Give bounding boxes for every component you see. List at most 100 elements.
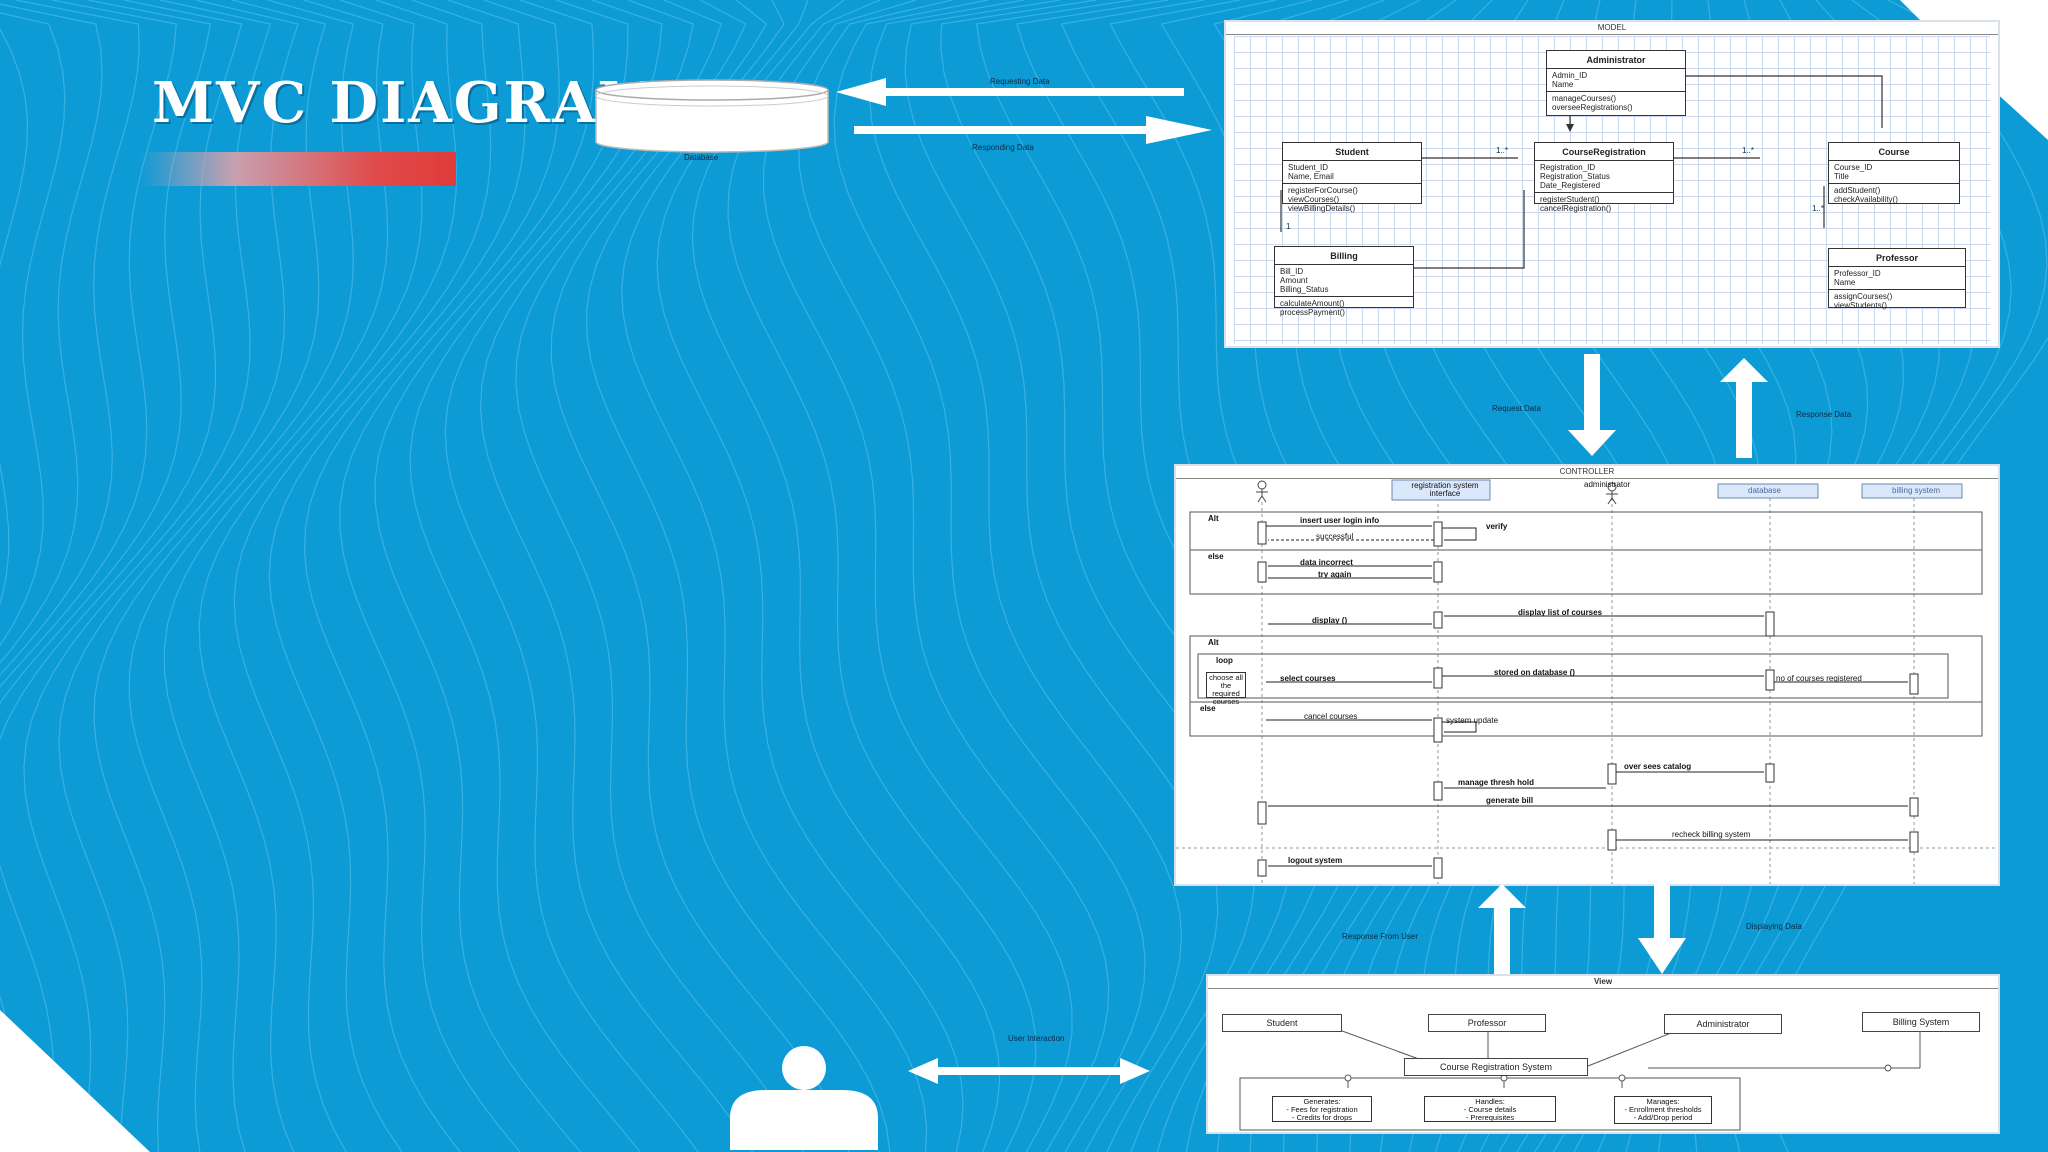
model-controller-arrows bbox=[1568, 354, 1768, 458]
component-billing-system[interactable]: Billing System bbox=[1862, 1012, 1980, 1032]
loop-note: choose all the required courses bbox=[1206, 672, 1246, 706]
msg-select-courses: select courses bbox=[1280, 674, 1336, 683]
background-wave-line bbox=[656, 0, 964, 1152]
component-professor[interactable]: Professor bbox=[1428, 1014, 1546, 1032]
box-line: - Course details bbox=[1463, 1105, 1517, 1114]
background-wave-line bbox=[233, 0, 457, 1152]
box-manages: Manages:- Enrollment thresholds- Add/Dro… bbox=[1614, 1096, 1712, 1124]
msg-verify: verify bbox=[1486, 522, 1508, 531]
multiplicity-2: 1..* bbox=[1496, 146, 1509, 155]
msg-try-again: try again bbox=[1318, 570, 1352, 579]
msg-recheck-billing: recheck billing system bbox=[1672, 830, 1751, 839]
actor-user-icon bbox=[1256, 480, 1268, 503]
arrow-left bbox=[836, 78, 1184, 106]
flow-label-requesting: Requesting Data bbox=[990, 77, 1050, 86]
background-wave-line bbox=[409, 0, 641, 1152]
corner-white-bottom-left bbox=[0, 1010, 150, 1152]
class-attr: Name, Email bbox=[1288, 172, 1334, 181]
msg-oversees-catalog: over sees catalog bbox=[1624, 762, 1692, 771]
msg-cancel-courses: cancel courses bbox=[1304, 712, 1358, 721]
background-wave-line bbox=[0, 0, 177, 688]
msg-insert-login: insert user login info bbox=[1300, 516, 1380, 525]
controller-title: CONTROLLER bbox=[1176, 466, 1998, 479]
component-course-registration-system[interactable]: Course Registration System bbox=[1404, 1058, 1588, 1076]
background-wave-line bbox=[691, 0, 1001, 1152]
component-student[interactable]: Student bbox=[1222, 1014, 1342, 1032]
background-wave-line bbox=[23, 0, 272, 1152]
frame-else-1: else bbox=[1208, 552, 1224, 561]
flow-label-response-data: Response Data bbox=[1796, 410, 1852, 419]
background-wave-line bbox=[621, 0, 928, 1152]
class-attr: Professor_ID bbox=[1834, 269, 1881, 278]
class-attr: Admin_ID bbox=[1552, 71, 1588, 80]
msg-generate-bill: generate bill bbox=[1486, 796, 1534, 805]
background-wave-line bbox=[268, 0, 492, 1152]
sequence-diagram bbox=[1176, 479, 1998, 884]
class-method: viewStudents() bbox=[1834, 301, 1887, 310]
frame-else-2: else bbox=[1200, 704, 1216, 713]
class-name: CourseRegistration bbox=[1535, 143, 1673, 161]
class-method: manageCourses() bbox=[1552, 94, 1617, 103]
arrow-up-wide bbox=[1478, 884, 1526, 976]
box-line: Handles: bbox=[1475, 1097, 1505, 1106]
msg-display: display () bbox=[1312, 616, 1348, 625]
background-wave-line bbox=[585, 0, 891, 1152]
component-label: Administrator bbox=[1696, 1019, 1750, 1029]
background-wave-line bbox=[93, 0, 327, 1152]
box-line: - Credits for drops bbox=[1291, 1113, 1353, 1122]
class-name: Course bbox=[1829, 143, 1959, 161]
background-wave-line bbox=[58, 0, 299, 1152]
lifeline-registration-interface: registration system interface bbox=[1411, 481, 1479, 498]
class-method: cancelRegistration() bbox=[1540, 204, 1612, 213]
page-title: MVC DIAGRAM bbox=[152, 70, 662, 136]
msg-data-incorrect: data incorrect bbox=[1300, 558, 1353, 567]
arrow-down bbox=[1568, 354, 1616, 456]
component-administrator[interactable]: Administrator bbox=[1664, 1014, 1782, 1034]
arrow-right bbox=[854, 116, 1212, 144]
lifeline-administrator: administrator bbox=[1584, 480, 1631, 489]
box-line: - Add/Drop period bbox=[1633, 1113, 1693, 1122]
frame-loop: loop bbox=[1216, 656, 1233, 665]
flow-label-response-from-user: Response From User bbox=[1342, 932, 1419, 941]
user-icon bbox=[730, 1046, 878, 1150]
background-wave-line bbox=[128, 0, 355, 1152]
msg-no-courses: no of courses registered bbox=[1776, 674, 1862, 683]
class-method: registerStudent() bbox=[1540, 195, 1600, 204]
database-label: Database bbox=[684, 153, 719, 162]
class-method: assignCourses() bbox=[1834, 292, 1893, 301]
class-attr: Registration_ID bbox=[1540, 163, 1596, 172]
background-wave-line bbox=[0, 0, 140, 677]
title-underline-gradient bbox=[140, 152, 456, 186]
background-wave-line bbox=[0, 0, 243, 1152]
class-method: processPayment() bbox=[1280, 308, 1345, 317]
database-icon bbox=[595, 79, 829, 153]
background-wave-line bbox=[727, 0, 1037, 1152]
background-wave-line bbox=[833, 0, 1146, 1152]
flow-label-user-interaction: User Interaction bbox=[1008, 1034, 1065, 1043]
class-attr: Name bbox=[1552, 80, 1574, 89]
class-method: overseeRegistrations() bbox=[1552, 103, 1633, 112]
class-attr: Course_ID bbox=[1834, 163, 1873, 172]
box-line: Manages: bbox=[1646, 1097, 1680, 1106]
class-name: Professor bbox=[1829, 249, 1965, 267]
arrow-up bbox=[1720, 358, 1768, 458]
model-associations bbox=[1280, 75, 1883, 269]
class-attr: Registration_Status bbox=[1540, 172, 1610, 181]
msg-stored-database: stored on database () bbox=[1494, 668, 1575, 677]
background-wave-line bbox=[374, 0, 595, 1152]
msg-logout: logout system bbox=[1288, 856, 1343, 865]
class-method: addStudent() bbox=[1834, 186, 1881, 195]
multiplicity-6: 1 bbox=[1286, 222, 1291, 231]
frame-alt-1: Alt bbox=[1208, 514, 1219, 523]
class-method: calculateAmount() bbox=[1280, 299, 1345, 308]
component-label: Student bbox=[1266, 1018, 1298, 1028]
class-method: viewCourses() bbox=[1288, 195, 1340, 204]
msg-display-list: display list of courses bbox=[1518, 608, 1603, 617]
box-line: - Enrollment thresholds bbox=[1624, 1105, 1702, 1114]
